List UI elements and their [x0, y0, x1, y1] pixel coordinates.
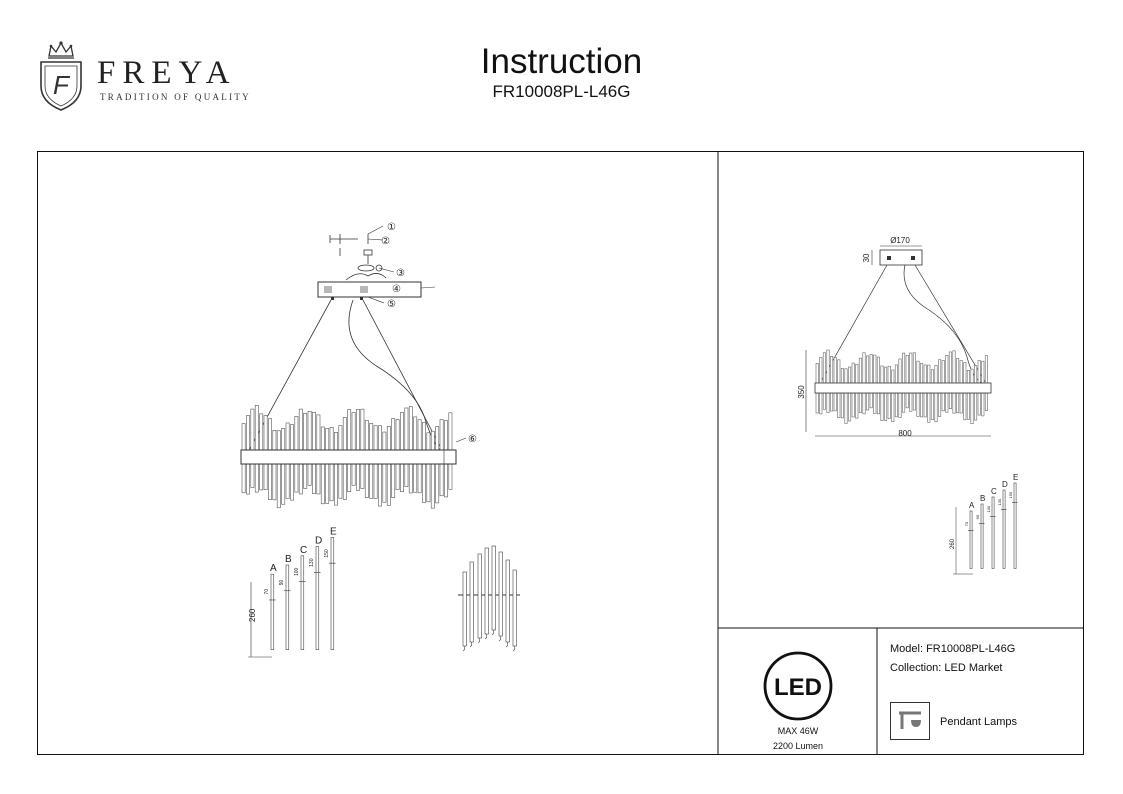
crystal-letter-c: C: [300, 545, 307, 556]
crystal-rod-a: [270, 573, 275, 650]
small-crystal-array: [815, 349, 988, 424]
crystal-letter-b-small: B: [980, 494, 985, 503]
small-led-ring: [814, 382, 992, 394]
drawing-frame: [37, 151, 1084, 755]
led-badge: LED: [759, 648, 837, 726]
lumen: 2200 Lumen: [772, 741, 824, 751]
crystal-types-diagram: 260 A 70 B 90 C 100 D 130 E 150: [248, 526, 337, 658]
width-label: 800: [898, 429, 912, 438]
page-title: Instruction: [480, 42, 643, 81]
crystal-hanging-detail: [458, 545, 520, 652]
crystal-length-b: 90: [279, 579, 285, 585]
crystal-rod-a-small: [969, 510, 973, 569]
crystal-array: [241, 405, 453, 509]
mounting-bracket: [329, 234, 387, 281]
led-icon: LED: [763, 651, 833, 721]
crystal-length-c: 100: [294, 567, 300, 576]
crystal-length-e-small: 150: [1008, 491, 1013, 498]
crystal-length-d: 130: [309, 558, 315, 567]
crystal-letter-e-small: E: [1013, 473, 1018, 482]
led-ring: [240, 449, 457, 465]
model-code: FR10008PL-L46G: [492, 82, 631, 101]
crest-icon: F: [40, 41, 82, 111]
lamp-type: Pendant Lamps: [940, 716, 1018, 728]
assembly-drawing: ① ② ③ ④ ⑤ ⑥ 260 A 70 B 90 C 100 D 130 E 150: [240, 222, 520, 658]
crystal-length-a: 70: [264, 589, 270, 595]
canopy-diameter-label: Ø170: [890, 236, 910, 245]
crystal-rod-e-small: [1013, 482, 1017, 569]
crystal-letter-e: E: [330, 526, 337, 537]
small-crystal-types: 260 A 70 B 90 C 100 D 130 E 150: [950, 473, 1018, 575]
pendant-lamp-icon: [890, 702, 930, 740]
model-line: Model: FR10008PL-L46G: [890, 643, 1016, 655]
crystal-letter-a-small: A: [969, 501, 975, 510]
callout-5: ⑤: [387, 299, 396, 310]
callout-4: ④: [392, 284, 401, 295]
crystal-length-d-small: 130: [997, 498, 1002, 505]
crystal-rod-c-small: [991, 496, 995, 569]
height-label: 350: [797, 385, 806, 399]
crystal-letter-a: A: [270, 563, 277, 574]
callout-6: ⑥: [468, 434, 477, 445]
small-canopy: [879, 249, 923, 266]
crystal-length-b-small: 90: [975, 514, 980, 519]
crystal-length-e: 150: [324, 549, 330, 558]
crystal-rod-c: [300, 555, 305, 650]
callout-2: ②: [381, 236, 390, 247]
callout-3: ③: [396, 268, 405, 279]
crystal-letter-d-small: D: [1002, 480, 1008, 489]
callout-1: ①: [387, 222, 396, 233]
freya-logo: F: [36, 38, 86, 112]
crystal-length-a-small: 70: [964, 521, 969, 526]
led-badge-label: LED: [774, 674, 822, 701]
crystal-letter-c-small: C: [991, 487, 997, 496]
crystal-rod-b: [285, 564, 290, 650]
collection-line: Collection: LED Market: [890, 662, 1003, 674]
crystal-rod-d: [315, 546, 320, 650]
brand-tagline: TRADITION OF QUALITY: [100, 92, 251, 102]
canopy: [317, 281, 422, 298]
max-power: MAX 46W: [777, 726, 819, 736]
crystal-letter-b: B: [285, 554, 292, 565]
callout-leaders: [367, 225, 467, 443]
crystal-rod-d-small: [1002, 489, 1006, 569]
crystal-rod-b-small: [980, 503, 984, 569]
crystal-rod-e: [330, 537, 335, 650]
total-length-label: 260: [248, 608, 257, 622]
logo-letter: F: [53, 70, 71, 100]
crystal-length-c-small: 100: [986, 505, 991, 512]
crystal-letter-d: D: [315, 536, 322, 547]
brand-name: FREYA: [97, 55, 237, 91]
canopy-vents: [324, 286, 368, 293]
dimension-drawing: Ø170 30 350 800 260 A 70 B 90 C 100 D 130 E 150: [797, 236, 1018, 575]
canopy-height-label: 30: [862, 253, 871, 262]
small-total-length-label: 260: [950, 538, 956, 549]
